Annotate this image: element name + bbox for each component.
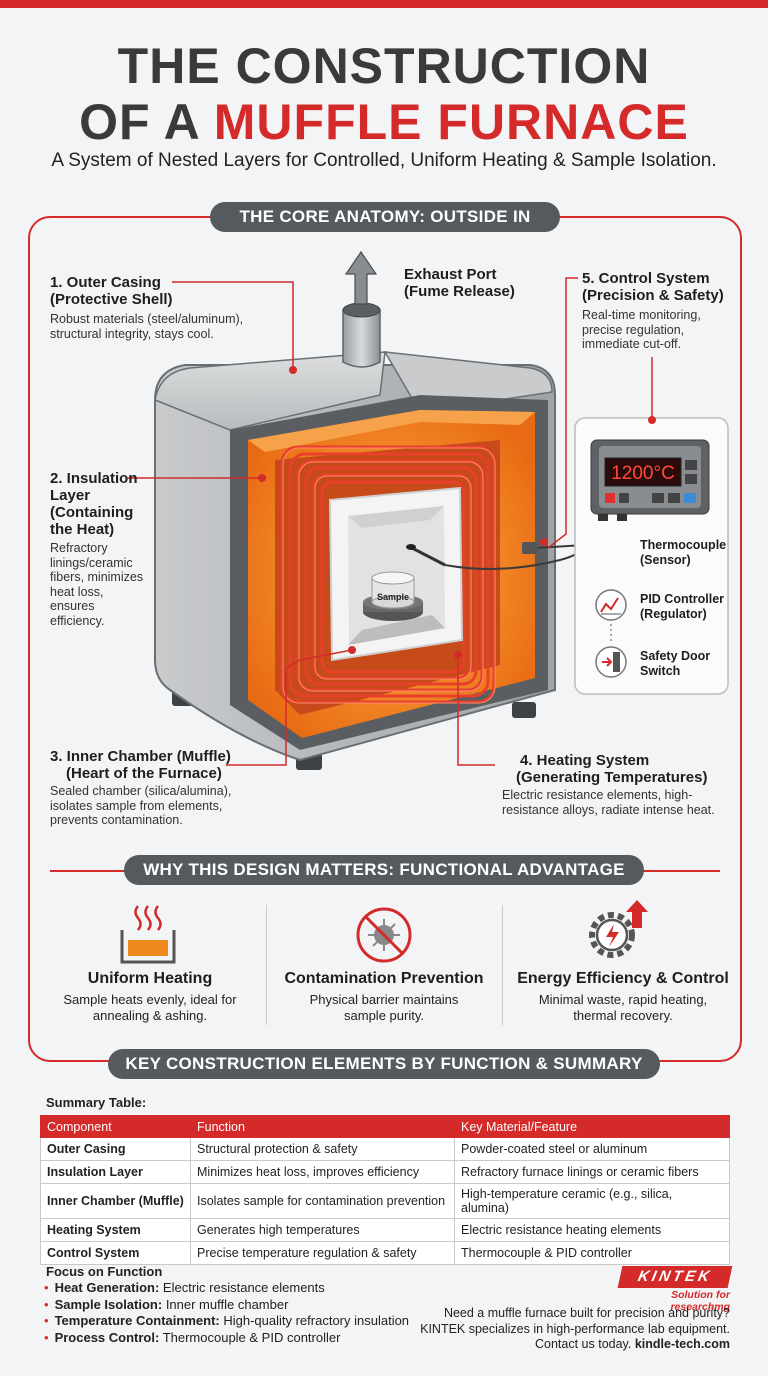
furnace-foot <box>512 702 536 718</box>
desc-control-system: Real-time monitoring,precise regulation,… <box>582 308 701 351</box>
gear-power-icon <box>589 900 648 958</box>
call-to-action: Need a muffle furnace built for precisio… <box>420 1306 730 1351</box>
no-contamination-icon <box>356 907 412 963</box>
col-header-material: Key Material/Feature <box>454 1115 730 1138</box>
insulation-top <box>248 410 535 452</box>
label-outer-casing: 1. Outer Casing(Protective Shell) <box>50 274 173 308</box>
desc-inner-chamber: Sealed chamber (silica/alumina),isolates… <box>50 784 232 827</box>
table-caption: Summary Table: <box>46 1095 147 1110</box>
section-anatomy-pill: THE CORE ANATOMY: OUTSIDE IN <box>210 202 560 232</box>
temperature-display <box>604 457 682 487</box>
brand-tagline: Solution for researchmg <box>670 1289 730 1313</box>
label-pid-controller: PID Controller(Regulator) <box>640 592 725 621</box>
outer-casing-top <box>154 351 386 431</box>
list-item: Process Control: Thermocouple & PID cont… <box>44 1330 409 1347</box>
advantage-divider <box>502 905 503 1025</box>
label-inner-chamber: 3. Inner Chamber (Muffle)(Heart of the F… <box>50 748 231 782</box>
list-item: Temperature Containment: High-quality re… <box>44 1313 409 1330</box>
advantage-uniform-heating: Uniform Heating Sample heats evenly, ide… <box>63 970 237 1023</box>
desc-heating-system: Electric resistance elements, high-resis… <box>502 788 715 817</box>
list-item: Sample Isolation: Inner muffle chamber <box>44 1297 409 1314</box>
advantage-contamination-prevention: Contamination Prevention Physical barrie… <box>284 970 484 1023</box>
focus-list: Heat Generation: Electric resistance ele… <box>44 1280 409 1346</box>
focus-title: Focus on Function <box>46 1264 163 1279</box>
page-subtitle: A System of Nested Layers for Controlled… <box>51 150 717 171</box>
exhaust-arrow <box>344 250 378 305</box>
page-title-line2: OF A MUFFLE FURNACE <box>79 94 689 150</box>
desc-outer-casing: Robust materials (steel/aluminum),struct… <box>50 312 244 341</box>
label-exhaust-port: Exhaust Port(Fume Release) <box>404 266 515 300</box>
section-why-pill: WHY THIS DESIGN MATTERS: FUNCTIONAL ADVA… <box>124 855 644 885</box>
heating-coils <box>280 445 496 704</box>
label-control-system: 5. Control System(Precision & Safety) <box>582 270 724 304</box>
heat-waves-icon <box>120 905 176 964</box>
top-accent-bar <box>0 0 768 8</box>
leader-lines <box>128 277 653 766</box>
table-header-row: Component Function Key Material/Feature <box>40 1115 730 1138</box>
section-key-pill: KEY CONSTRUCTION ELEMENTS BY FUNCTION & … <box>108 1049 660 1079</box>
thermocouple-probe <box>411 546 446 567</box>
kintek-logo: KINTEK <box>617 1266 733 1288</box>
page-title-line1: THE CONSTRUCTION <box>117 38 651 94</box>
safety-switch-icon <box>595 646 627 678</box>
advantage-energy-efficiency: Energy Efficiency & Control Minimal wast… <box>517 970 729 1023</box>
pid-regulator-icon <box>595 589 627 621</box>
temperature-readout: 1200°C <box>611 463 675 484</box>
advantage-divider <box>266 905 267 1025</box>
list-item: Heat Generation: Electric resistance ele… <box>44 1280 409 1297</box>
col-header-component: Component <box>40 1115 191 1138</box>
col-header-function: Function <box>190 1115 455 1138</box>
table-row: Inner Chamber (Muffle)Isolates sample fo… <box>40 1183 730 1219</box>
sample-label: Sample <box>377 592 409 602</box>
label-heating-system: 4. Heating System(Generating Temperature… <box>516 752 708 786</box>
label-thermocouple: Thermocouple(Sensor) <box>640 538 727 567</box>
summary-table: Component Function Key Material/Feature … <box>40 1115 730 1265</box>
website-link[interactable]: kindle-tech.com <box>634 1337 730 1351</box>
exhaust-chimney <box>342 309 381 368</box>
